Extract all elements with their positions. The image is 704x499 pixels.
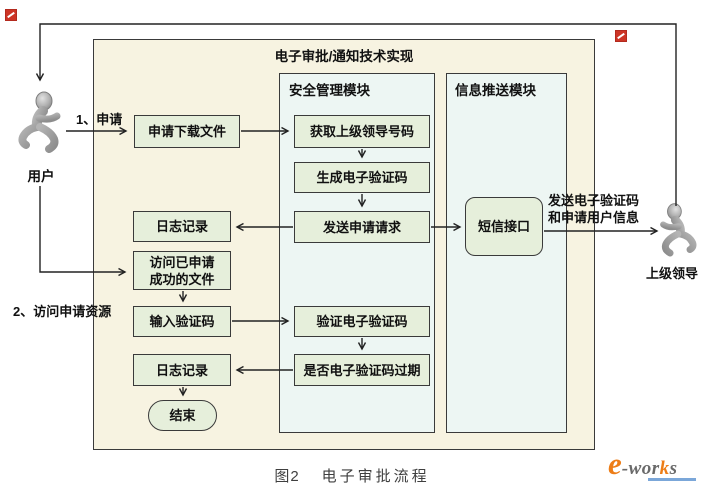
eworks-logo: e-works [608,446,702,491]
node-input-code: 输入验证码 [133,306,231,337]
leader-icon [660,203,697,257]
node-generate-code: 生成电子验证码 [294,162,430,193]
module-push-title: 信息推送模块 [455,83,536,98]
node-verify-code: 验证电子验证码 [294,306,430,337]
red-marker-icon [615,30,627,42]
node-log-record-1: 日志记录 [133,211,231,242]
figure-caption: 图2 电子审批流程 [0,465,704,486]
node-apply-download: 申请下载文件 [134,115,240,148]
label-send-code-line2: 和申请用户信息 [548,210,640,225]
eworks-logo-s: s [669,458,678,479]
figure-number: 图2 [274,468,300,485]
node-send-request: 发送申请请求 [294,211,430,243]
node-code-expired: 是否电子验证码过期 [294,354,430,386]
red-marker-icon [5,9,17,21]
container-title: 电子审批/通知技术实现 [274,49,414,64]
eworks-logo-k: k [659,458,670,479]
node-log-record-2: 日志记录 [133,354,231,386]
node-end: 结束 [148,400,217,431]
eworks-logo-e: e [608,446,622,481]
figure-title: 电子审批流程 [321,468,430,485]
node-sms-interface: 短信接口 [465,197,543,256]
node-get-leader-number: 获取上级领导号码 [294,115,430,148]
eworks-logo-wor: -wor [621,458,660,479]
leader-label: 上级领导 [645,266,698,281]
node-access-file: 访问已申请 成功的文件 [133,251,231,290]
label-apply: 1、申请 [76,112,123,127]
label-access-resource: 2、访问申请资源 [13,304,112,319]
module-security-title: 安全管理模块 [289,83,370,98]
user-label: 用户 [27,169,55,184]
user-icon [18,91,61,153]
